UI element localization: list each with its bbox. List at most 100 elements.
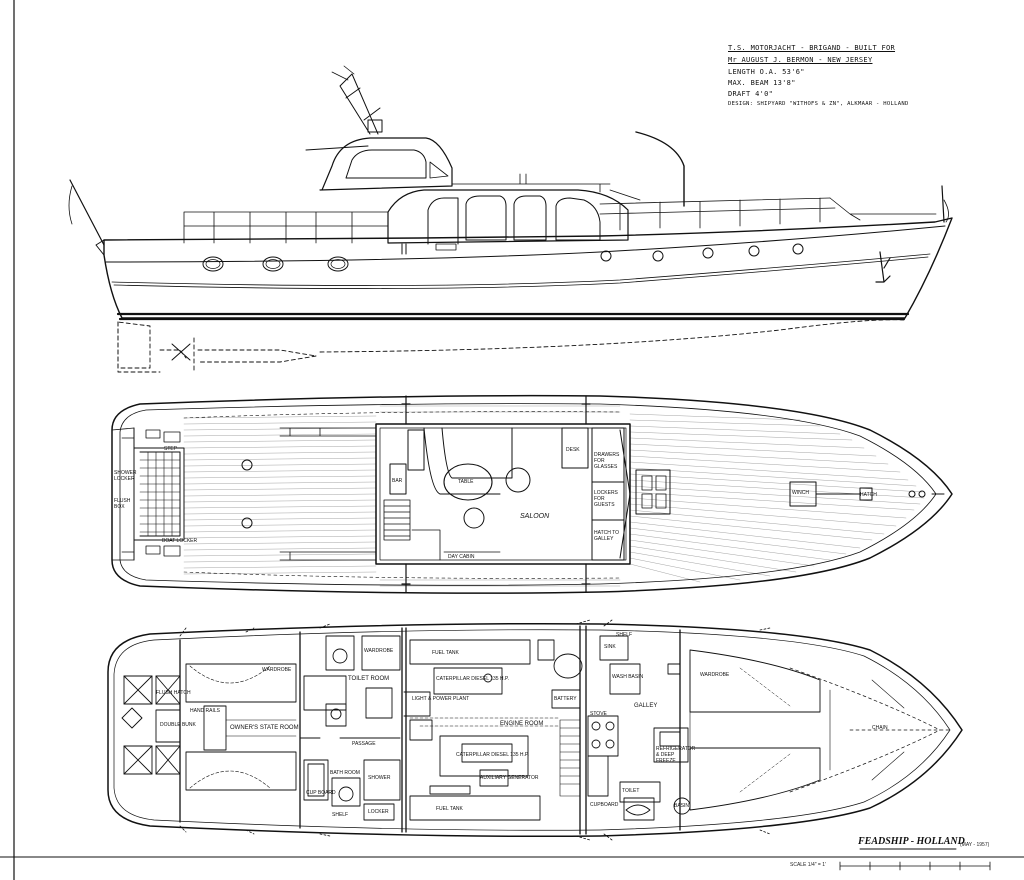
label-bath-room: BATH ROOM bbox=[330, 770, 360, 776]
label-passage: PASSAGE bbox=[352, 741, 376, 747]
porthole-fwd-4 bbox=[748, 245, 760, 257]
deck-plan bbox=[111, 394, 953, 594]
label-fuel-tank-port: FUEL TANK bbox=[432, 650, 459, 656]
label-sink: SINK bbox=[604, 644, 616, 650]
label-shower: SHOWER bbox=[368, 775, 391, 781]
saloon-window-4 bbox=[555, 197, 601, 241]
engine-room bbox=[403, 639, 583, 821]
label-hatch: HATCH bbox=[860, 492, 877, 498]
guest-lockers bbox=[591, 481, 625, 521]
foredeck-hatch bbox=[619, 429, 631, 559]
label-flush-box: FLUSH BOX bbox=[114, 498, 131, 510]
label-wash-basin: WASH BASIN bbox=[612, 674, 644, 680]
saloon-window-3 bbox=[513, 195, 547, 241]
accommodation-plan bbox=[107, 619, 963, 841]
label-wardrobe-fwd: WARDROBE bbox=[700, 672, 730, 678]
label-winch: WINCH bbox=[792, 490, 809, 496]
label-cup-board: CUP BOARD bbox=[306, 790, 336, 796]
hull-outline bbox=[103, 217, 953, 319]
label-hatch-to-galley: HATCH TO GALLEY bbox=[594, 530, 620, 542]
title-line-1: T.S. MOTORJACHT - BRIGAND - BUILT FOR bbox=[728, 44, 896, 52]
label-day-cabin: DAY CABIN bbox=[448, 554, 475, 560]
label-basin: BASIN bbox=[674, 803, 690, 809]
label-refrigerator: REFRIGERATOR & DEEP FREEZE bbox=[656, 746, 696, 764]
scale-bar bbox=[839, 861, 991, 871]
wheelhouse bbox=[319, 137, 453, 191]
label-step: STEP bbox=[164, 446, 178, 452]
deckhouse bbox=[387, 189, 629, 244]
deckhouse-top-rails bbox=[451, 173, 641, 201]
porthole-aft-1 bbox=[202, 256, 224, 272]
label-boat-locker: BOAT LOCKER bbox=[162, 538, 198, 544]
label-battery: BATTERY bbox=[554, 696, 577, 702]
label-stove: STOVE bbox=[590, 711, 607, 717]
label-shelf: SHELF bbox=[332, 812, 349, 818]
yard-date: (MAY - 1957) bbox=[960, 842, 990, 848]
anchor bbox=[875, 251, 891, 283]
radar-mast bbox=[339, 73, 381, 135]
label-generator-1: LIGHT & POWER PLANT bbox=[412, 696, 470, 702]
label-chain: CHAIN bbox=[872, 725, 888, 731]
boat-davit bbox=[635, 131, 685, 207]
forepeak bbox=[689, 649, 831, 811]
saloon-dinette bbox=[423, 427, 513, 495]
waterline-stripe bbox=[116, 312, 910, 321]
title-line-4: MAX. BEAM 13'8" bbox=[728, 79, 796, 87]
label-engine-stbd: CATERPILLAR DIESEL 135 H.P. bbox=[436, 676, 509, 682]
title-line-3: LENGTH O.A. 53'6" bbox=[728, 68, 805, 76]
galley bbox=[587, 635, 691, 821]
porthole-fwd-5 bbox=[792, 243, 804, 255]
companionway-stairs bbox=[383, 499, 411, 541]
label-shelf-fwd: SHELF bbox=[616, 632, 633, 638]
deck-hull-outline bbox=[111, 394, 953, 594]
porthole-fwd-2 bbox=[652, 250, 664, 262]
stbd-deck-hatch bbox=[279, 551, 377, 561]
label-engine-room: ENGINE ROOM bbox=[500, 721, 544, 727]
saloon-desk bbox=[561, 427, 589, 469]
porthole-fwd-3 bbox=[702, 247, 714, 259]
aft-cockpit bbox=[133, 427, 185, 561]
label-table: TABLE bbox=[458, 479, 474, 485]
saloon-window-1 bbox=[427, 197, 459, 245]
label-engine-port: CATERPILLAR DIESEL 135 H.P. bbox=[456, 752, 529, 758]
label-owners-stateroom: OWNER'S STATE ROOM bbox=[230, 725, 299, 731]
title-line-2: Mr AUGUST J. BERMON - NEW JERSEY bbox=[728, 56, 873, 64]
label-fuel-tank-stbd: FUEL TANK bbox=[436, 806, 463, 812]
saloon-table bbox=[443, 463, 493, 501]
label-lockers-for-guests: LOCKERS FOR GUESTS bbox=[594, 490, 618, 508]
title-line-6: DESIGN: SHIPYARD "WITHOFS & ZN", ALKMAAR… bbox=[728, 101, 909, 107]
centerline bbox=[789, 667, 951, 793]
saloon-bar bbox=[389, 463, 407, 495]
label-locker: LOCKER bbox=[368, 809, 389, 815]
cockpit-grating bbox=[139, 451, 181, 537]
title-line-5: DRAFT 4'0" bbox=[728, 90, 774, 98]
bow-flagstaff bbox=[941, 185, 945, 223]
lazarette bbox=[121, 675, 181, 775]
label-cupboard-fwd: CUPBOARD bbox=[590, 802, 619, 808]
label-galley: GALLEY bbox=[634, 703, 658, 709]
deck-planking bbox=[183, 405, 925, 587]
port-deck-hatch bbox=[279, 427, 377, 437]
label-toilet-room: TOILET ROOM bbox=[348, 676, 390, 682]
saloon-pouf bbox=[463, 507, 485, 529]
label-desk: DESK bbox=[566, 447, 580, 453]
underwater-body bbox=[117, 319, 906, 373]
yard-signature: FEADSHIP - HOLLAND bbox=[858, 836, 965, 847]
label-saloon: SALOON bbox=[520, 513, 550, 520]
label-wardrobe-1: WARDROBE bbox=[262, 667, 292, 673]
side-elevation bbox=[68, 65, 953, 373]
label-toilet: TOILET bbox=[622, 788, 640, 794]
label-wardrobe-2: WARDROBE bbox=[364, 648, 394, 654]
porthole-fwd-1 bbox=[600, 250, 612, 262]
foredeck-rails bbox=[599, 197, 836, 231]
label-hand-rails: HAND RAILS bbox=[190, 708, 221, 714]
saloon-window-2 bbox=[465, 195, 507, 241]
owners-stateroom bbox=[185, 663, 297, 791]
lower-hull-outline bbox=[107, 622, 963, 838]
saloon-armchair bbox=[505, 467, 531, 493]
porthole-aft-2 bbox=[262, 256, 284, 272]
porthole-aft-3 bbox=[327, 256, 349, 272]
